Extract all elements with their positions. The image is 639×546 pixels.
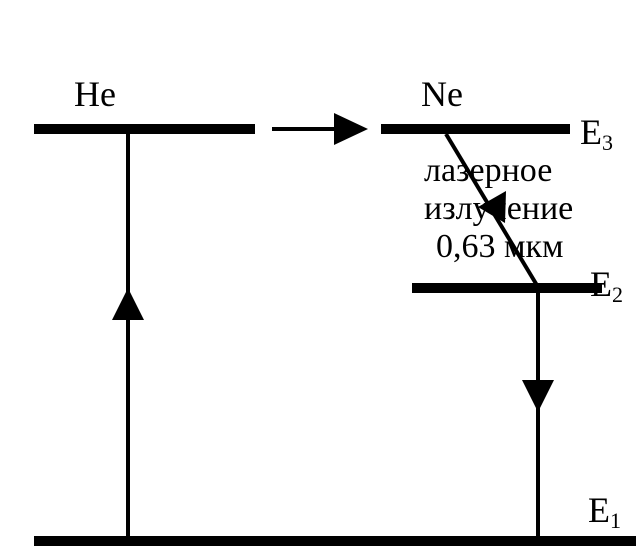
emission-label-line1: лазерное bbox=[424, 152, 552, 189]
e1-label: E1 bbox=[588, 490, 621, 533]
e3-label-base: E bbox=[580, 112, 602, 152]
e1-label-base: E bbox=[588, 490, 610, 530]
e2-label-subscript: 2 bbox=[612, 282, 623, 307]
e2-label: E2 bbox=[590, 264, 623, 307]
emission-wavelength: 0,63 мкм bbox=[436, 228, 564, 265]
he-excitation-arrowhead bbox=[112, 288, 144, 320]
e2-label-base: E bbox=[590, 264, 612, 304]
laser-transition-arrowhead bbox=[478, 191, 506, 223]
ne-e3-level bbox=[381, 124, 570, 134]
he-label: He bbox=[74, 74, 116, 114]
he-excited-level bbox=[34, 124, 255, 134]
emission-label-line2: излучение bbox=[424, 190, 573, 227]
ground-level-e1 bbox=[34, 536, 636, 546]
e3-label-subscript: 3 bbox=[602, 130, 613, 155]
energy-transfer-arrowhead bbox=[334, 113, 368, 145]
relaxation-arrowhead bbox=[522, 380, 554, 412]
e1-label-subscript: 1 bbox=[610, 508, 621, 533]
e3-label: E3 bbox=[580, 112, 613, 155]
ne-label: Ne bbox=[421, 74, 463, 114]
ne-e2-level bbox=[412, 283, 602, 293]
